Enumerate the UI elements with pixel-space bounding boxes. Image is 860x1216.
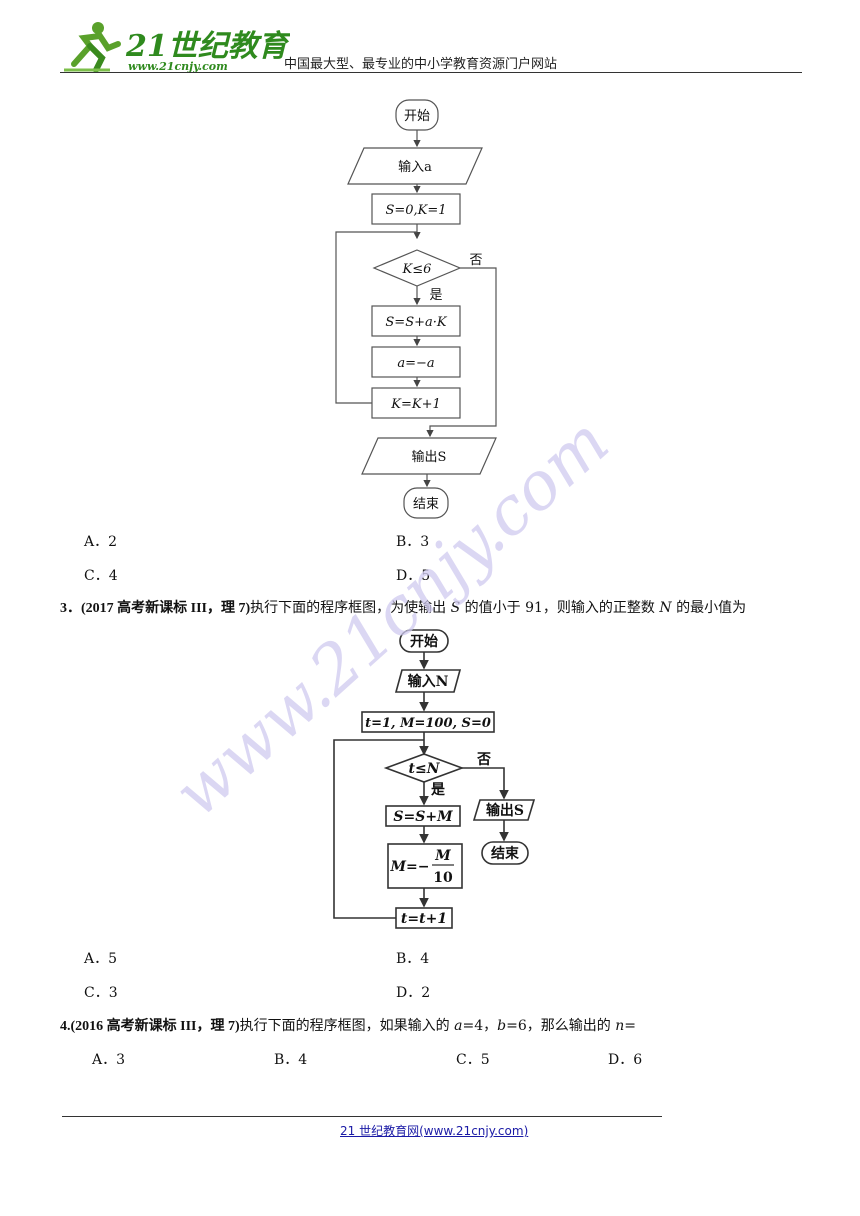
q3-text-1: 执行下面的程序框图，为使输出 (250, 600, 451, 616)
q3-option-d[interactable]: D．2 (396, 985, 431, 1001)
fc2-condition-label: t≤N (409, 761, 441, 777)
fc1-output-node (361, 437, 497, 475)
q4-option-b[interactable]: B．4 (274, 1052, 308, 1068)
q4-var-a: a (454, 1018, 463, 1034)
fc2-start-label: 开始 (410, 633, 438, 650)
fc1-output-label: 输出S (412, 449, 447, 465)
fc2-step1-label: S=S+M (393, 809, 453, 825)
runner-logo-icon (64, 22, 121, 73)
q4-var-b: b (497, 1018, 507, 1034)
fc1-input-label: 输入a (398, 159, 432, 175)
fc2-step2-lhs: M=− (390, 859, 430, 875)
fc1-condition-label: K≤6 (402, 262, 432, 277)
fc2-no-label: 否 (476, 752, 491, 768)
fc1-end-label: 结束 (413, 497, 439, 512)
q2-option-c[interactable]: C．4 (84, 568, 118, 584)
question-4: 4.(2016 高考新课标 III，理 7)执行下面的程序框图，如果输入的 a=… (60, 1015, 636, 1035)
fc2-step2-denominator: 10 (433, 870, 453, 886)
fc2-end-label: 结束 (491, 845, 520, 862)
q3-option-a[interactable]: A．5 (84, 951, 118, 967)
fc1-end-node (403, 487, 449, 519)
logo-wordmark: 21世纪教育 (125, 29, 290, 64)
q3-text-2: 的值小于 91，则输入的正整数 (460, 600, 660, 616)
site-logo[interactable]: 21世纪教育 www.21cnjy.com (60, 18, 290, 74)
flowchart-2: 开始 输入N t=1, M=100, S=0 t≤N 否 是 S=S+M M=−… (333, 629, 536, 929)
q4-option-c[interactable]: C．5 (456, 1052, 490, 1068)
q2-option-d[interactable]: D．5 (396, 568, 431, 584)
q4-text-3: =6，那么输出的 (506, 1018, 616, 1034)
fc2-step2-node (387, 843, 463, 889)
fc1-init-node (371, 193, 461, 225)
header-divider (60, 72, 802, 73)
fc2-step1-node (385, 805, 461, 827)
fc1-init-label: S=0,K=1 (385, 203, 446, 218)
fc2-step2-numerator: M (434, 848, 451, 864)
header-tagline: 中国最大型、最专业的中小学教育资源门户网站 (284, 57, 558, 72)
fc1-start-label: 开始 (404, 109, 430, 124)
fc2-input-label: 输入N (408, 673, 449, 690)
q3-text-3: 的最小值为 (671, 600, 747, 616)
footer-link[interactable]: 21 世纪教育网(www.21cnjy.com) (340, 1124, 529, 1138)
fc1-step2-label: a=−a (397, 356, 434, 371)
q4-var-n: n (615, 1018, 625, 1034)
fc1-step3-label: K=K+1 (390, 397, 440, 412)
fc2-output-node (472, 799, 536, 821)
question-3: 3．(2017 高考新课标 III，理 7)执行下面的程序框图，为使输出 S 的… (60, 597, 746, 617)
q3-option-b[interactable]: B．4 (396, 951, 430, 967)
fc1-step1-node (371, 305, 461, 337)
q3-source: (2017 高考新课标 III，理 7) (81, 601, 251, 616)
fc1-step1-label: S=S+a·K (385, 315, 447, 330)
q2-option-a[interactable]: A．2 (84, 534, 118, 550)
footer-divider (62, 1116, 662, 1117)
q4-option-a[interactable]: A．3 (92, 1052, 126, 1068)
q4-text-2: =4， (462, 1018, 498, 1034)
fc1-step2-node (371, 346, 461, 378)
fc2-input-node (394, 669, 462, 693)
q3-option-c[interactable]: C．3 (84, 985, 118, 1001)
flowchart-1: 开始 输入a S=0,K=1 K≤6 否 是 S=S+a·K a=−a K=K+… (335, 99, 497, 519)
q3-var-n: N (659, 600, 672, 616)
q2-option-b[interactable]: B．3 (396, 534, 430, 550)
q4-option-d[interactable]: D．6 (608, 1052, 643, 1068)
fc1-yes-label: 是 (429, 288, 442, 303)
fc1-input-node (347, 147, 483, 185)
q4-text-1: 执行下面的程序框图，如果输入的 (239, 1018, 455, 1034)
fc2-output-label: 输出S (486, 802, 524, 819)
fc2-yes-label: 是 (431, 782, 446, 798)
fc2-init-label: t=1, M=100, S=0 (365, 716, 491, 731)
fc2-end-node (481, 841, 529, 865)
fc2-init-node (361, 711, 495, 733)
fc2-step3-label: t=t+1 (401, 911, 447, 927)
q4-number: 4. (60, 1019, 71, 1034)
fc1-no-label: 否 (469, 253, 482, 268)
q3-var-s: S (450, 600, 461, 616)
q4-text-4: = (624, 1018, 636, 1034)
q3-number: 3． (60, 601, 81, 616)
logo-url: www.21cnjy.com (128, 60, 228, 73)
q4-source: (2016 高考新课标 III，理 7) (70, 1019, 240, 1034)
